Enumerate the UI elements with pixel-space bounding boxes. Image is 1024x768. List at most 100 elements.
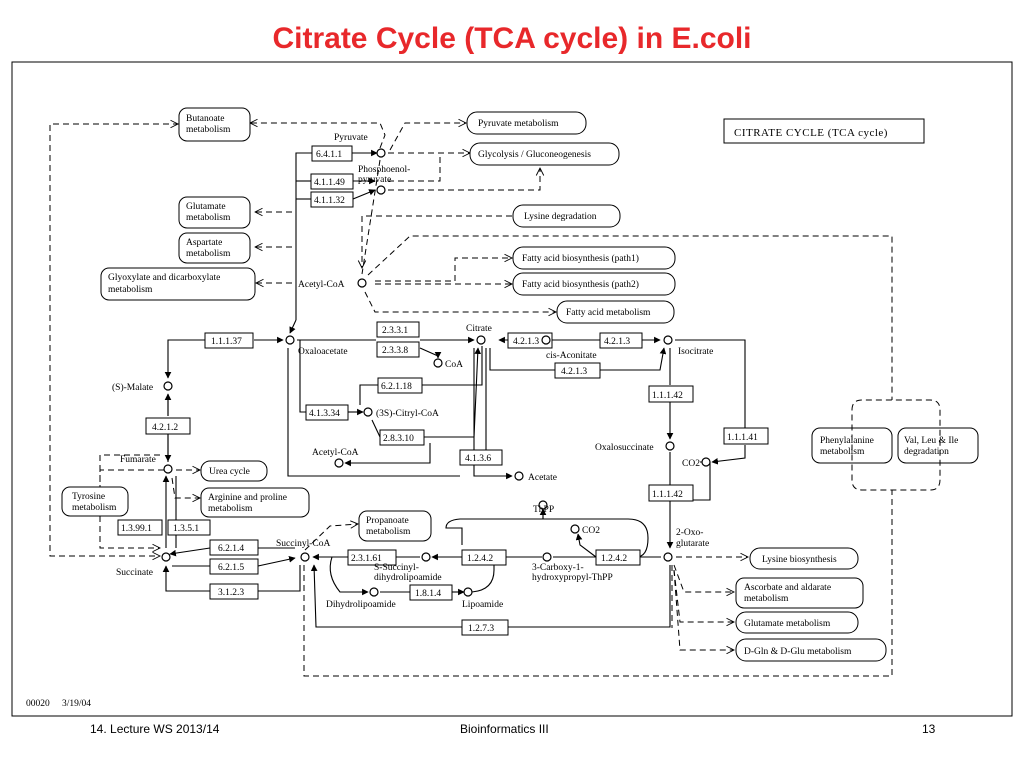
enzyme-label: 2.3.3.1 <box>382 326 408 336</box>
enzyme-label: 1.2.4.2 <box>601 554 627 564</box>
pathway-label-butanoate: Butanoate <box>186 114 225 124</box>
pathway-label-valine: Val, Leu & Ile <box>904 436 958 446</box>
enzyme-box <box>310 191 354 208</box>
enzyme-label: 1.1.1.41 <box>727 433 758 443</box>
enzyme-box <box>459 449 503 466</box>
enzyme-box <box>376 341 420 358</box>
pathway-label-propanoate: Propanoate <box>366 516 409 526</box>
label-acetyl-coa-2: Acetyl-CoA <box>312 448 359 458</box>
compound-node-acetyl-coa-2 <box>334 458 344 468</box>
compound-node-acetate <box>514 471 524 481</box>
pathway-box <box>512 246 676 270</box>
footer-lecture: 14. Lecture WS 2013/14 <box>90 722 220 736</box>
pathway-label-glyoxylate: Glyoxylate and dicarboxylate <box>108 273 220 283</box>
compound-node-succinate <box>161 552 171 562</box>
enzyme-box <box>209 583 259 600</box>
pathway-box <box>178 232 251 264</box>
pathway-box <box>735 611 859 634</box>
pathway-label-propanoate: metabolism <box>366 527 411 537</box>
pathway-label-pyruvate: Pyruvate metabolism <box>478 119 559 129</box>
compound-node-oxaloacetate <box>285 335 295 345</box>
label-pep: Phosphoenol- <box>358 165 410 175</box>
enzyme-box <box>379 429 425 446</box>
enzyme-label: 2.3.1.61 <box>351 554 382 564</box>
enzyme-boxes <box>117 145 769 636</box>
pathway-label-glycolysis: Glycolysis / Gluconeogenesis <box>478 150 591 160</box>
compound-node-oxalosuccinate <box>665 441 675 451</box>
pathway-label-aspartate: Aspartate <box>186 238 222 248</box>
pathway-label-glutamate: metabolism <box>186 213 231 223</box>
label-coa: CoA <box>445 360 463 370</box>
pathway-label-fatty-metabolism: Fatty acid metabolism <box>566 308 651 318</box>
pathway-label-valine: degradation <box>904 447 949 457</box>
label-oxoglutarate: glutarate <box>676 539 709 549</box>
pathway-box <box>469 142 620 166</box>
label-s-malate: (S)-Malate <box>112 382 153 393</box>
enzyme-box <box>461 549 507 566</box>
pathway-labels: Butanoate metabolism Pyruvate metabolism… <box>72 114 958 657</box>
enzyme-label: 6.2.1.4 <box>218 544 244 554</box>
pathway-box <box>178 107 251 142</box>
compound-nodes <box>161 148 711 597</box>
compound-node-isocitrate <box>663 335 673 345</box>
label-carboxy: hydroxypropyl-ThPP <box>532 573 613 583</box>
label-pep: pyruvate <box>358 175 391 185</box>
pathway-label-aspartate: metabolism <box>186 249 231 259</box>
enzyme-label: 4.2.1.3 <box>604 337 630 347</box>
enzyme-box <box>461 619 509 636</box>
enzyme-label: 6.4.1.1 <box>316 150 342 160</box>
map-title: CITRATE CYCLE (TCA cycle) <box>734 127 888 139</box>
enzyme-label: 4.1.1.32 <box>314 196 345 206</box>
pathway-label-tyrosine: Tyrosine <box>72 492 105 502</box>
enzyme-box <box>554 362 601 379</box>
pathway-label-lysine-degradation: Lysine degradation <box>524 212 597 222</box>
enzyme-box <box>599 332 643 349</box>
pathway-label-phenylalanine: metabolism <box>820 447 865 457</box>
pathway-boxes <box>61 107 979 662</box>
compound-node-citrate <box>476 335 486 345</box>
pathway-box <box>735 638 887 662</box>
pathway-box <box>200 487 310 518</box>
pathway-label-lysine-biosynthesis: Lysine biosynthesis <box>762 555 837 565</box>
enzyme-label: 1.1.1.42 <box>652 490 683 500</box>
enzyme-box <box>347 549 397 566</box>
label-succinyl-coa: Succinyl-CoA <box>276 539 330 549</box>
enzyme-box <box>204 332 254 349</box>
enzyme-box <box>117 519 163 536</box>
enzyme-label: 4.1.3.34 <box>309 409 340 419</box>
compound-node-pep <box>376 185 386 195</box>
enzyme-label: 1.2.4.2 <box>467 554 493 564</box>
label-co2-2: CO2 <box>582 526 600 536</box>
label-fumarate: Fumarate <box>120 455 156 465</box>
enzyme-label: 1.1.1.37 <box>211 337 242 347</box>
enzyme-box <box>209 539 259 556</box>
enzyme-box <box>409 584 453 601</box>
label-acetate: Acetate <box>528 473 557 483</box>
label-s-succinyl: S-Succinyl- <box>374 563 419 573</box>
footer-page-number: 13 <box>922 722 936 736</box>
compound-node-citryl-coa <box>363 407 373 417</box>
enzyme-box <box>377 377 423 394</box>
label-lipoamide: Lipoamide <box>462 600 503 610</box>
enzyme-box <box>305 404 349 421</box>
enzyme-label: 4.1.1.49 <box>314 178 345 188</box>
enzyme-box <box>311 145 353 162</box>
pathway-box <box>749 547 859 570</box>
pathway-links <box>49 123 893 677</box>
compound-node-cis-aconitate <box>541 335 551 345</box>
label-carboxy: 3-Carboxy-1- <box>532 563 584 573</box>
pathway-box <box>897 427 979 464</box>
compound-node-pyruvate <box>376 148 386 158</box>
compound-node-lipoamide <box>463 587 473 597</box>
reaction-lines <box>162 149 746 628</box>
compound-node-thpp <box>538 500 548 510</box>
label-acetyl-coa: Acetyl-CoA <box>298 280 345 290</box>
pathway-label-fatty-path1: Fatty acid biosynthesis (path1) <box>522 253 639 264</box>
label-oxalosuccinate: Oxalosuccinate <box>595 443 654 453</box>
enzyme-box <box>595 549 641 566</box>
enzyme-box <box>376 321 420 338</box>
pathway-box <box>100 267 256 301</box>
compound-node-fumarate <box>163 464 173 474</box>
enzyme-label: 4.2.1.3 <box>513 337 539 347</box>
compound-node-coa <box>433 358 443 368</box>
